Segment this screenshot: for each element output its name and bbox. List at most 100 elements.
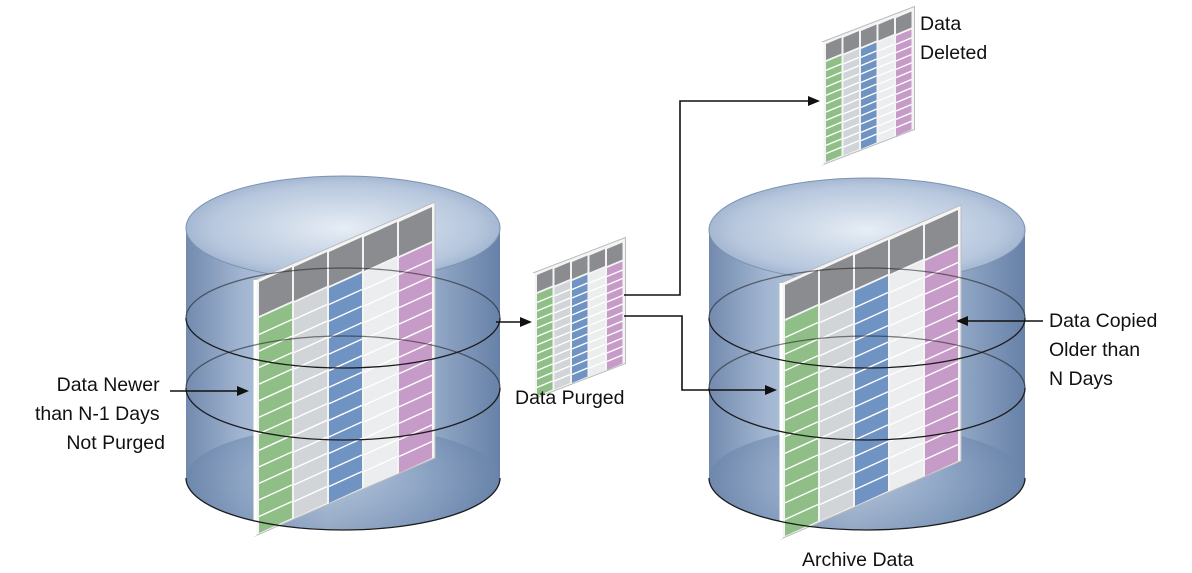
table-row-line [825, 96, 842, 105]
table-row-line [589, 360, 606, 369]
data-newer-label: Data Newer than N-1 Days Not Purged [35, 374, 165, 454]
table-row-line [606, 286, 623, 295]
table-column [820, 291, 853, 521]
table-row-line [924, 278, 959, 295]
table-row-line [889, 276, 924, 294]
table-header-cell [785, 270, 818, 319]
table-row-line [554, 348, 571, 357]
table-column [855, 276, 888, 506]
table-row-line [536, 354, 553, 363]
table-row-line [895, 112, 912, 120]
table-row-line [854, 308, 889, 325]
table-row-line [328, 371, 363, 388]
data-purged-label: Data Purged [515, 387, 625, 409]
table-row-line [889, 392, 924, 409]
table-row-line [258, 434, 293, 451]
table-row-line [363, 422, 398, 440]
table-row-line [554, 314, 571, 323]
table-row-line [924, 294, 959, 312]
arrow-to-deleted [624, 96, 820, 296]
table-row-line [554, 305, 571, 314]
table-row-line [554, 331, 571, 340]
table-row-line [258, 368, 293, 385]
table-row-line [784, 454, 819, 471]
archive-cylinder-rings [708, 267, 1026, 531]
table-row-line [606, 277, 623, 286]
table-row-line [843, 56, 860, 65]
data-deleted-label: Data Deleted [920, 13, 987, 64]
table-row-line [819, 389, 854, 406]
table-row-line [258, 500, 293, 518]
table-row-line [860, 100, 877, 108]
table-row-line [860, 58, 877, 67]
table-row-line [854, 457, 889, 474]
table-column [364, 258, 397, 488]
table-row-line [895, 103, 912, 112]
table-header-cell [607, 242, 623, 266]
table-row-line [293, 469, 328, 486]
table-row-line [843, 140, 860, 148]
table-row-line [398, 325, 433, 342]
table-row-line [363, 389, 398, 406]
table-header-cell [537, 268, 553, 292]
table-header-cell [572, 255, 588, 279]
table-column [259, 303, 292, 533]
table-row-line [328, 454, 363, 471]
archive-data-label: Archive Data [802, 549, 914, 571]
table-header-cell [820, 255, 853, 304]
table-row-line [784, 437, 819, 454]
table-row-line [258, 351, 293, 369]
table-row-line [363, 356, 398, 373]
table-row-line [924, 377, 959, 394]
table-row-line [589, 309, 606, 318]
table-row-line [924, 427, 959, 444]
table-row-line [819, 373, 854, 390]
table-row-line [363, 273, 398, 291]
table-row-line [819, 323, 854, 340]
deleted-data-table [820, 5, 915, 166]
table-row-line [819, 339, 854, 357]
table-row-line [258, 318, 293, 336]
table-row-line [819, 306, 854, 324]
table-row-line [363, 373, 398, 390]
table-row-line [924, 410, 959, 428]
arrow-to-archive [624, 315, 777, 395]
table-row-line [398, 440, 433, 458]
table-row-line [819, 422, 854, 439]
table-row-line [784, 470, 819, 488]
table-row-line [328, 470, 363, 488]
table-row-line [825, 88, 842, 96]
table-row-line [293, 370, 328, 387]
table-row-line [819, 406, 854, 423]
table-row-line [258, 418, 293, 435]
table-row-line [571, 341, 588, 350]
table-row-line [589, 343, 606, 352]
table-row-line [784, 503, 819, 521]
table-row-line [606, 354, 623, 363]
table-row-line [293, 419, 328, 436]
table-row-line [589, 318, 606, 327]
table-row-line [854, 291, 889, 309]
table-header-cell [259, 267, 292, 316]
table-row-line [854, 473, 889, 491]
table-row-line [258, 335, 293, 352]
table-row-line [843, 73, 860, 82]
table-header-cell [589, 249, 605, 273]
source-cylinder-rings [185, 267, 501, 531]
table-row-line [328, 437, 363, 455]
table-row-line [825, 129, 842, 138]
table-row-line [889, 293, 924, 310]
table-row-line [536, 380, 553, 389]
table-row-line [606, 345, 623, 354]
table-row-line [854, 358, 889, 375]
table-row-line [924, 443, 959, 461]
table-column [399, 243, 432, 473]
table-row-line [293, 452, 328, 470]
table-row-line [258, 467, 293, 485]
table-row-line [571, 316, 588, 325]
table-row-line [895, 120, 912, 129]
table-row-line [571, 324, 588, 333]
table-row-line [825, 113, 842, 121]
table-row-line [895, 70, 912, 79]
